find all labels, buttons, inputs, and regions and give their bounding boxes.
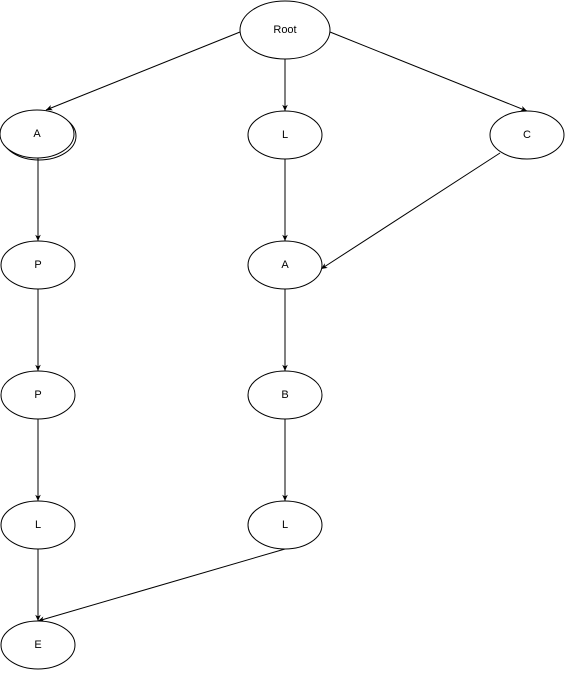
node-label-l3: L — [282, 519, 288, 531]
node-ellipse-l2 — [0, 500, 76, 550]
edges-layer — [35, 31, 528, 622]
node-label-a1: A — [33, 128, 41, 140]
node-label-a2: A — [281, 259, 289, 271]
node-l1: L — [247, 110, 323, 160]
node-root: Root — [239, 0, 331, 60]
edge-c1-to-a2 — [320, 152, 501, 270]
node-ellipse-p2 — [0, 370, 76, 420]
node-ellipse-b1 — [247, 370, 323, 420]
node-l3: L — [247, 500, 323, 550]
node-ellipse-a2 — [247, 240, 323, 290]
node-ellipse-c1 — [489, 110, 565, 160]
node-ellipse-l1 — [247, 110, 323, 160]
node-label-b1: B — [281, 389, 288, 401]
node-ellipse-a1 — [0, 109, 75, 159]
node-b1: B — [247, 370, 323, 420]
node-label-c1: C — [523, 129, 531, 141]
node-a2: A — [247, 240, 323, 290]
node-l2: L — [0, 500, 76, 550]
node-label-p1: P — [34, 259, 41, 271]
node-label-l1: L — [282, 129, 288, 141]
node-p1: P — [0, 240, 76, 290]
edge-l3-to-e1 — [37, 548, 286, 622]
node-ellipse-p1 — [0, 240, 76, 290]
node-ellipse-l3 — [247, 500, 323, 550]
node-ellipse-root — [239, 0, 331, 60]
node-c1: C — [489, 110, 565, 160]
edge-root-to-c1 — [329, 31, 528, 112]
edge-root-to-a1 — [45, 31, 241, 111]
node-ellipse-e1 — [0, 620, 76, 670]
node-a1: A — [0, 109, 77, 161]
node-label-p2: P — [34, 389, 41, 401]
node-p2: P — [0, 370, 76, 420]
node-label-root: Root — [273, 24, 296, 36]
node-e1: E — [0, 620, 76, 670]
node-label-l2: L — [35, 519, 41, 531]
node-label-e1: E — [34, 639, 41, 651]
